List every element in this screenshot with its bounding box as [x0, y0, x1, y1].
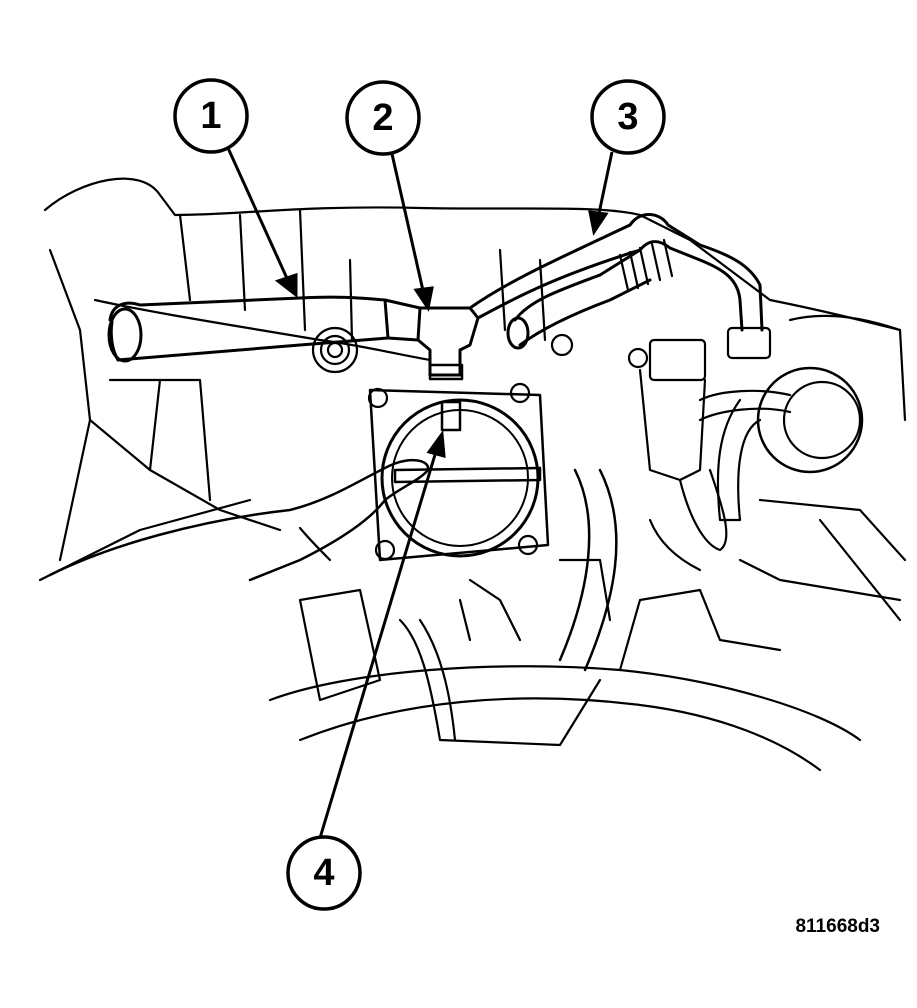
leader-line-4: [318, 447, 439, 839]
hose-3: [468, 223, 642, 320]
hose-3-bend: [628, 213, 764, 332]
leader-line-1: [226, 147, 292, 286]
figure-id: 811668d3: [795, 916, 880, 937]
leader-arrow-4: [426, 429, 446, 459]
callout-3: 3: [590, 79, 666, 155]
left-engine-block: [48, 248, 282, 562]
leader-arrow-3: [588, 210, 609, 236]
callout-3-label: 3: [617, 96, 638, 138]
callout-4: 4: [286, 835, 362, 911]
callout-1: 1: [173, 78, 249, 154]
throttle-body-bore: [380, 398, 540, 558]
throttle-body-housing: [368, 388, 550, 562]
callout-2-label: 2: [372, 97, 393, 139]
leader-arrow-1: [274, 272, 298, 299]
throttle-plate: [393, 466, 542, 484]
hose-1-end: [107, 307, 143, 363]
leader-line-3: [596, 151, 614, 219]
callout-1-label: 1: [200, 95, 221, 137]
callout-2: 2: [345, 80, 421, 156]
engine-illustration: [38, 177, 907, 772]
leader-line-2: [390, 153, 426, 296]
leader-arrow-2: [413, 286, 434, 312]
manifold-lower-edge: [93, 298, 432, 362]
intake-manifold-outline: [43, 177, 902, 332]
leader-lines: [226, 147, 614, 839]
hand: [48, 459, 430, 582]
tee-fitting: [416, 306, 480, 377]
lower-hose: [558, 468, 618, 672]
callout-4-label: 4: [313, 852, 334, 894]
vent-port: [440, 400, 462, 432]
